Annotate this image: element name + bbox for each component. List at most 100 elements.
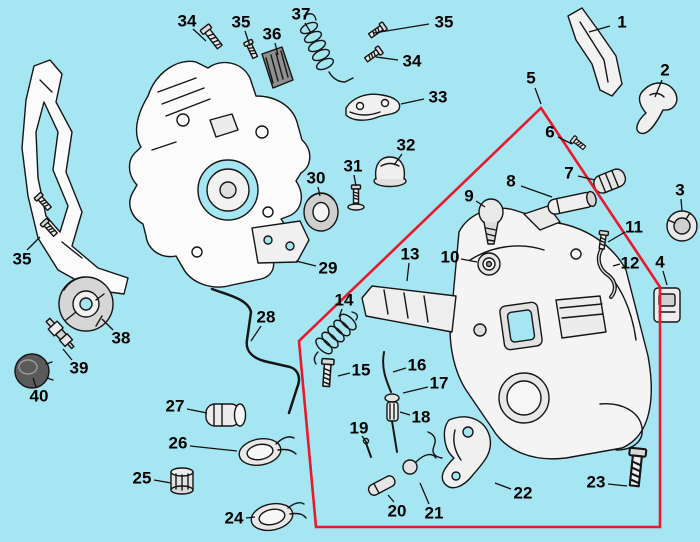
part-cover-plate xyxy=(251,220,310,264)
callout-label-30: 30 xyxy=(307,169,326,188)
leader-line-24 xyxy=(245,516,256,519)
callout-label-19: 19 xyxy=(350,419,369,438)
callout-label-3: 3 xyxy=(675,181,684,200)
leader-line-25 xyxy=(153,479,172,484)
callout-label-10: 10 xyxy=(441,248,460,267)
part-cap-40 xyxy=(14,353,54,389)
parts-layer xyxy=(14,7,698,532)
leader-line-12 xyxy=(612,263,621,267)
leader-line-8 xyxy=(520,185,553,198)
part-spark-plug-39 xyxy=(45,317,75,350)
part-tube-8 xyxy=(547,190,597,215)
part-grommet-10 xyxy=(477,252,501,276)
part-hook-2 xyxy=(636,82,678,135)
callout-label-22: 22 xyxy=(514,484,533,503)
leader-line-36 xyxy=(274,42,279,56)
leader-line-26 xyxy=(189,445,238,452)
callout-label-15: 15 xyxy=(352,361,371,380)
callout-label-35: 35 xyxy=(232,13,251,32)
leader-line-27 xyxy=(186,408,208,414)
callout-label-34: 34 xyxy=(178,12,197,31)
part-screw-35-b xyxy=(366,21,389,41)
part-cap-26 xyxy=(238,436,297,467)
callout-label-2: 2 xyxy=(660,61,669,80)
leader-line-28 xyxy=(250,325,262,342)
callout-label-20: 20 xyxy=(388,502,407,521)
leader-line-15 xyxy=(337,372,351,377)
leader-line-17 xyxy=(402,386,429,394)
part-cap-32 xyxy=(373,156,407,188)
part-screw-34-a xyxy=(199,23,225,51)
part-rod-28 xyxy=(210,287,301,415)
leader-line-35 xyxy=(373,23,430,34)
part-plunger-9 xyxy=(478,198,504,245)
callout-label-8: 8 xyxy=(506,172,515,191)
part-cap-24 xyxy=(250,501,307,532)
leader-line-1 xyxy=(588,25,611,33)
leader-line-13 xyxy=(406,262,410,282)
callout-label-1: 1 xyxy=(617,13,626,32)
part-grommet-17 xyxy=(384,393,400,403)
leader-line-18 xyxy=(399,411,411,416)
leader-line-31 xyxy=(353,174,357,187)
callout-label-26: 26 xyxy=(169,434,188,453)
leader-line-40 xyxy=(32,377,37,388)
callout-label-5: 5 xyxy=(526,69,535,88)
leader-line-21 xyxy=(419,482,430,505)
part-rail-1 xyxy=(567,7,623,97)
part-filter-18 xyxy=(386,401,399,453)
callout-label-34: 34 xyxy=(403,52,422,71)
callout-label-4: 4 xyxy=(655,253,665,272)
leader-line-33 xyxy=(400,98,425,105)
callout-label-13: 13 xyxy=(401,245,420,264)
part-bushing-38 xyxy=(58,276,114,332)
part-washer-31 xyxy=(347,203,365,211)
part-spring-37 xyxy=(299,13,354,83)
callout-label-12: 12 xyxy=(621,254,640,273)
part-hose-12 xyxy=(596,248,617,299)
callout-label-7: 7 xyxy=(564,164,573,183)
part-spring-14 xyxy=(313,311,359,365)
leader-line-38 xyxy=(101,318,114,331)
callout-label-9: 9 xyxy=(464,187,473,206)
leader-line-37 xyxy=(304,22,312,34)
part-screw-23 xyxy=(624,446,648,488)
leader-line-4 xyxy=(662,270,668,286)
callout-label-35: 35 xyxy=(435,13,454,32)
part-lever-22 xyxy=(441,416,492,489)
leader-line-2 xyxy=(654,79,663,98)
callout-label-33: 33 xyxy=(429,88,448,107)
callout-label-36: 36 xyxy=(263,25,282,44)
callout-label-29: 29 xyxy=(319,259,338,278)
callout-label-21: 21 xyxy=(425,504,444,523)
callout-label-24: 24 xyxy=(225,509,244,528)
leader-line-34 xyxy=(375,56,399,61)
part-switch-4 xyxy=(653,287,681,323)
part-knob-3 xyxy=(666,210,698,242)
callout-label-17: 17 xyxy=(430,374,449,393)
leader-line-9 xyxy=(475,200,486,208)
leader-line-3 xyxy=(680,198,683,212)
leader-line-11 xyxy=(607,231,626,243)
leader-line-20 xyxy=(387,494,395,503)
part-filter-20 xyxy=(367,475,396,496)
leader-line-14 xyxy=(338,308,343,318)
callout-label-39: 39 xyxy=(70,359,89,378)
leader-line-23 xyxy=(607,483,628,487)
part-pin-19 xyxy=(362,437,372,458)
part-screw-6 xyxy=(569,134,588,152)
callout-label-38: 38 xyxy=(112,329,131,348)
callout-label-31: 31 xyxy=(344,157,363,176)
callout-label-40: 40 xyxy=(30,387,49,406)
callout-label-25: 25 xyxy=(133,469,152,488)
callout-label-6: 6 xyxy=(545,123,554,142)
highlight-region xyxy=(297,105,662,529)
part-filter-25 xyxy=(170,467,194,495)
part-bracket-33 xyxy=(345,93,401,121)
leader-line-39 xyxy=(62,348,73,361)
part-screw-15 xyxy=(319,357,335,388)
leader-line-10 xyxy=(460,258,478,263)
part-buffer-30 xyxy=(303,192,339,232)
